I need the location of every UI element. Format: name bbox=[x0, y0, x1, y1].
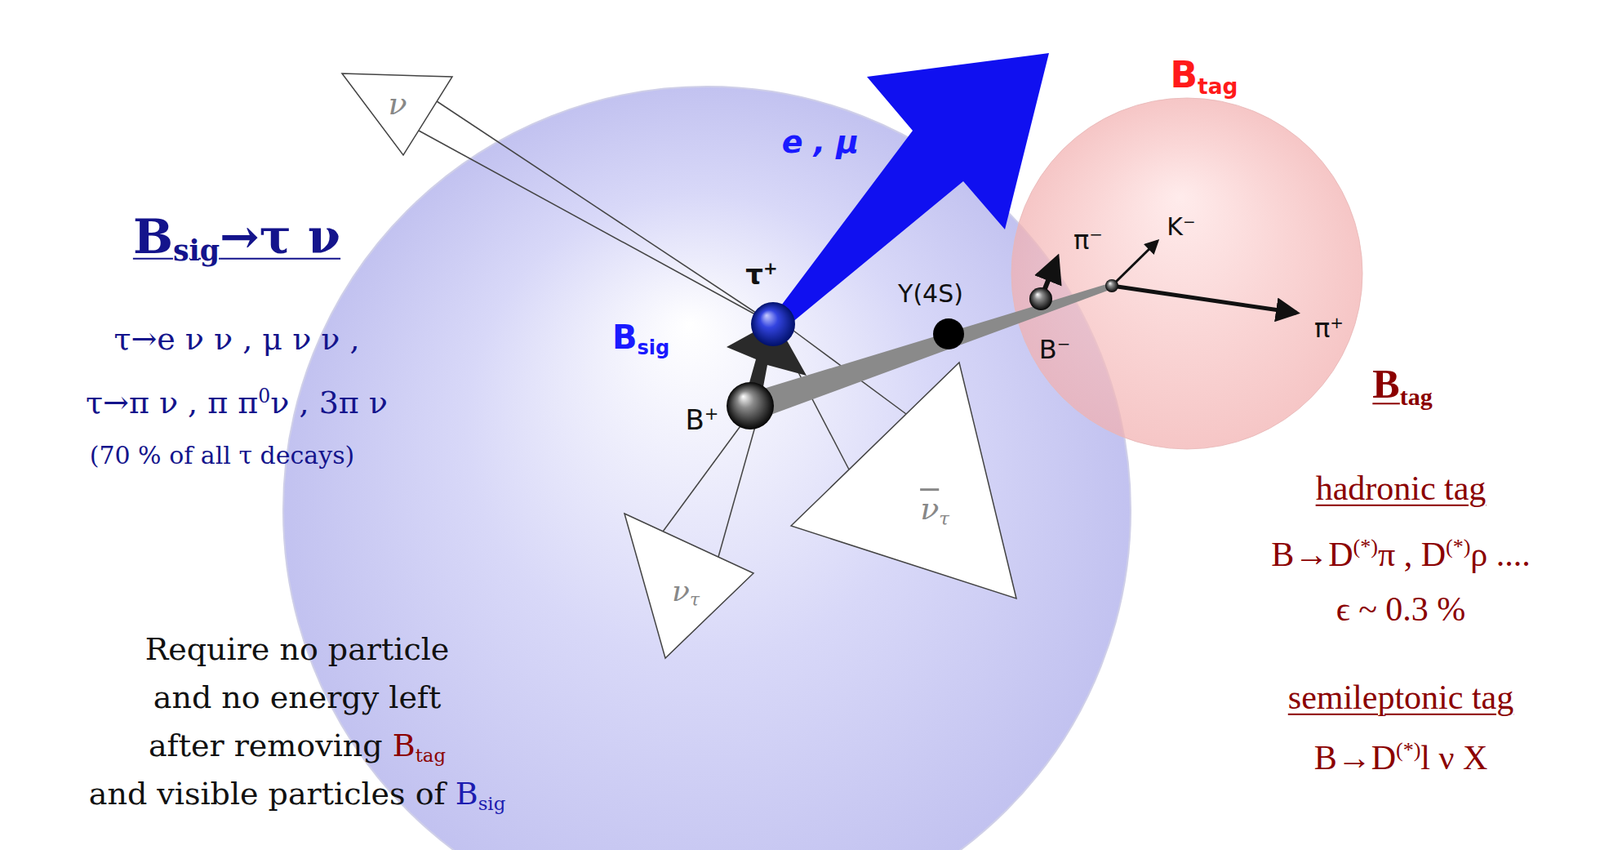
tag-modes: B→D(*)l ν X bbox=[1314, 737, 1489, 778]
tag-b-sphere: Btag bbox=[1011, 97, 1363, 449]
tag-modes: B→D(*)π , D(*)ρ .... bbox=[1271, 533, 1531, 575]
note: (70 % of all τ decays) bbox=[89, 440, 356, 471]
particle-label: τ+ bbox=[745, 257, 778, 292]
decay-mode-list: τ→e ν ν , μ ν ν , bbox=[113, 320, 360, 359]
particle-label: ν bbox=[387, 85, 407, 124]
particle-label: π+ bbox=[1314, 312, 1344, 344]
sphere-shape bbox=[1011, 97, 1363, 449]
particle-label: π− bbox=[1073, 224, 1103, 256]
requirement-note: Require no particle and no energy left a… bbox=[88, 625, 506, 818]
region-label: Bsig bbox=[612, 317, 670, 360]
pion-plus-track bbox=[1111, 285, 1297, 313]
particle-label: e , μ bbox=[782, 124, 860, 162]
b-plus-ball bbox=[726, 382, 774, 430]
upsilon-dot bbox=[933, 318, 965, 350]
tag-heading: hadronic tag bbox=[1315, 467, 1487, 509]
decay-mode-list: τ→π ν , π π0ν , 3π ν bbox=[85, 384, 388, 423]
region-label: Btag bbox=[1170, 53, 1239, 99]
particle-label: ντ bbox=[671, 573, 700, 611]
neutrino-arrow bbox=[342, 73, 774, 325]
particle-label: B− bbox=[1039, 333, 1072, 365]
decay-vertex bbox=[1105, 279, 1119, 293]
particle-label: Y(4S) bbox=[897, 279, 964, 309]
lepton-arrow bbox=[771, 53, 1049, 331]
anti-nu-tau-arrow bbox=[779, 328, 1017, 599]
nu-tau-arrow bbox=[624, 417, 758, 658]
kaon-track bbox=[1111, 240, 1158, 286]
tag-heading: semileptonic tag bbox=[1288, 676, 1514, 718]
tau-ball bbox=[751, 302, 796, 347]
b-minus-ball bbox=[1029, 287, 1053, 311]
particle-label: K− bbox=[1166, 212, 1196, 242]
panel-heading: Btag bbox=[1372, 359, 1432, 411]
particle-label: B+ bbox=[685, 403, 720, 437]
panel-heading: Bsig→τ ν bbox=[133, 208, 341, 268]
efficiency: ϵ ~ 0.3 % bbox=[1336, 588, 1467, 630]
particle-label: ντ bbox=[920, 490, 950, 530]
